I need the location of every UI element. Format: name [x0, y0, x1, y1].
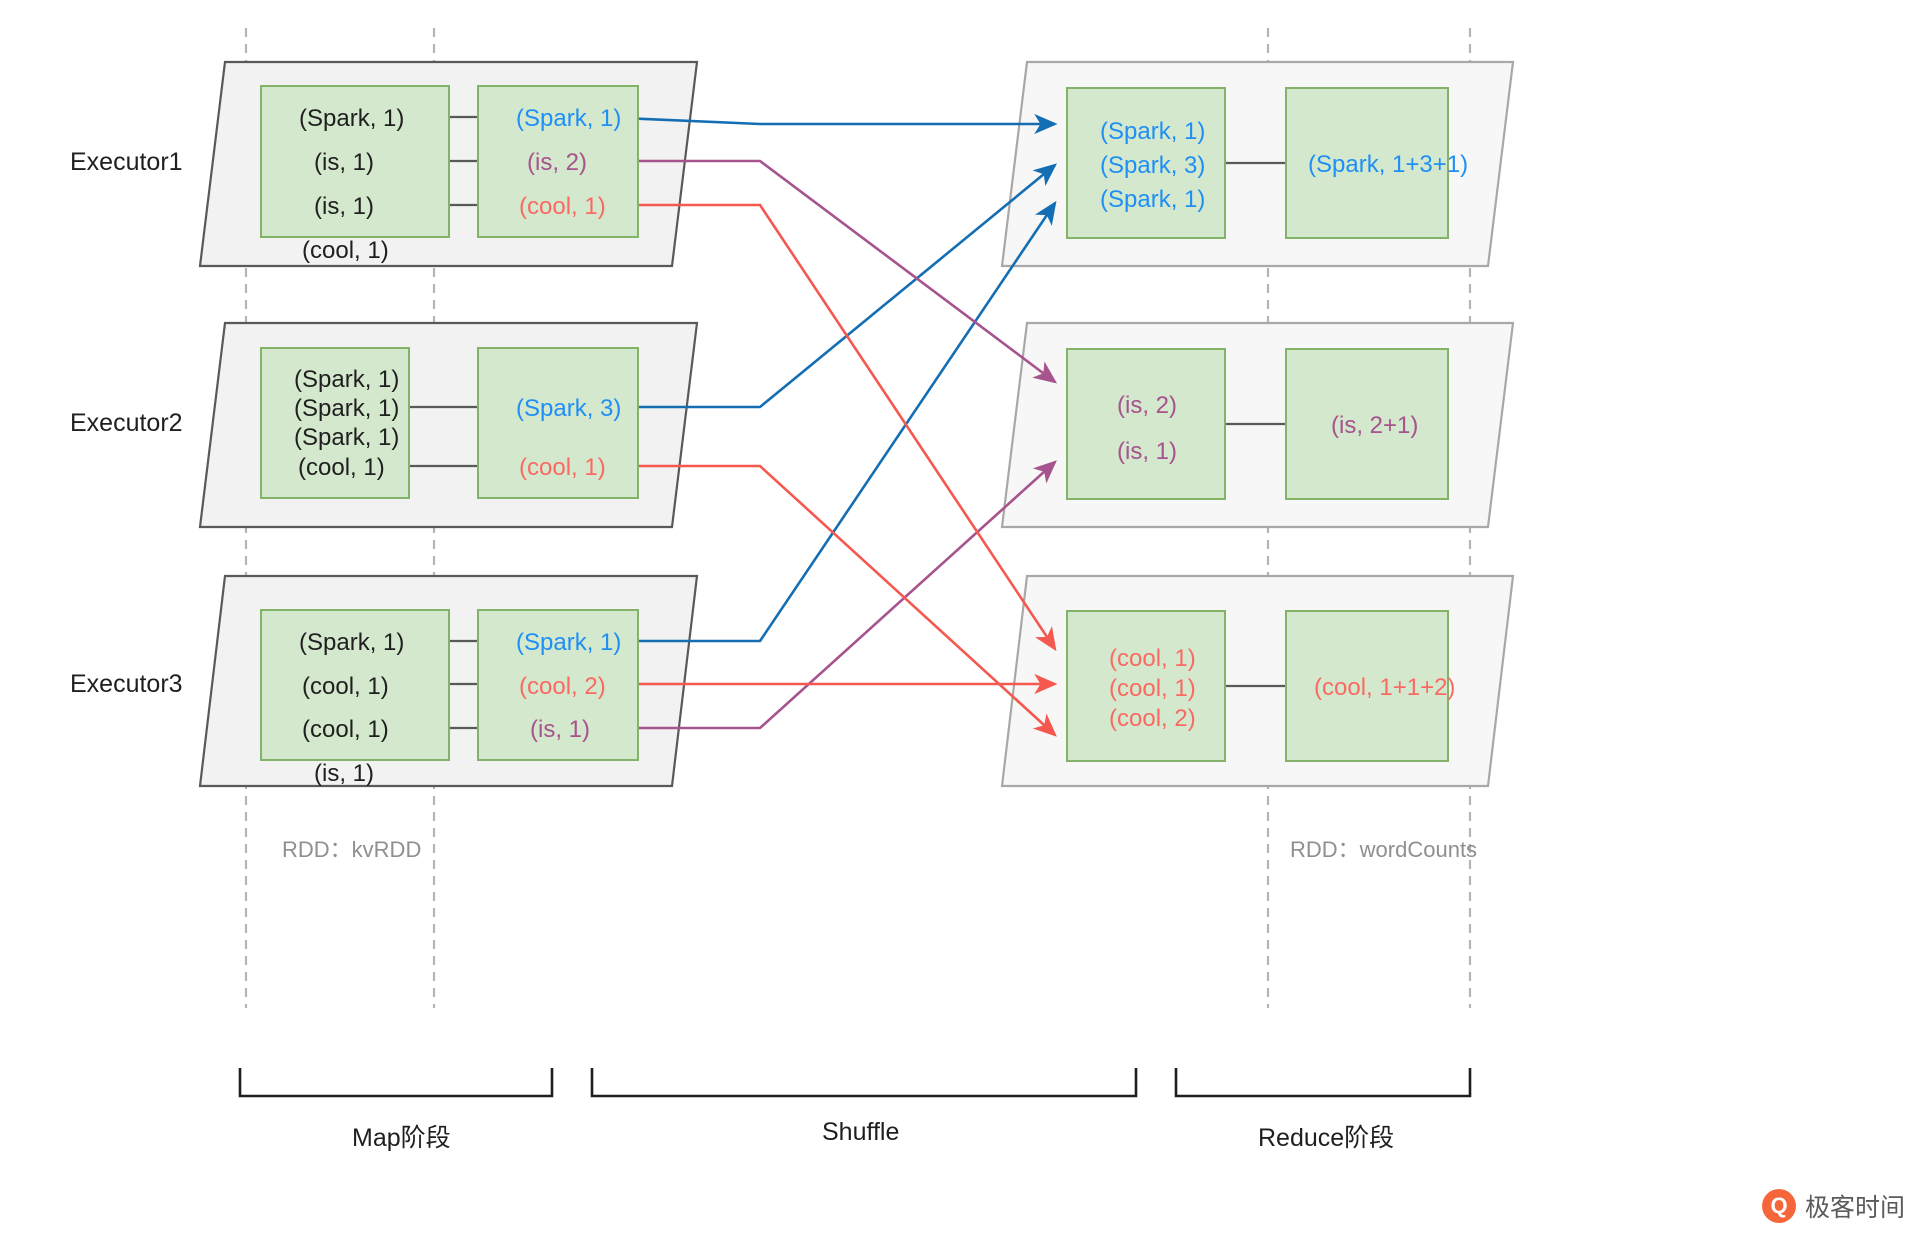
executor3-map-input-box: [260, 609, 450, 761]
shuffle-e2-cool: [600, 464, 1057, 737]
reducer1-result-box: [1285, 87, 1449, 239]
reducer2-result-box: [1285, 348, 1449, 500]
reducer-collected-item: (Spark, 3): [1100, 152, 1206, 179]
reducer-collected-item: (cool, 2): [1109, 705, 1196, 732]
reducer-collected-item: (Spark, 1): [1100, 186, 1206, 213]
reducer-collected-item: (is, 1): [1117, 438, 1177, 465]
reducer-result: (Spark, 1+3+1): [1308, 151, 1469, 178]
reducer2-collected-box: [1066, 348, 1226, 500]
rdd-label-right: RDD：wordCounts: [1290, 837, 1478, 862]
map-output-item: (cool, 1): [519, 193, 606, 220]
map-input-item: (cool, 1): [302, 716, 389, 743]
map-input-item: (is, 1): [314, 760, 374, 787]
shuffle-e2-spark: [600, 163, 1058, 409]
reducer-collected-item: (Spark, 1): [1100, 118, 1206, 145]
map-input-item: (Spark, 1): [299, 629, 405, 656]
reducer3-result-box: [1285, 610, 1449, 762]
shuffle-e1-cool: [600, 203, 1057, 652]
executor3-map-output-box: [477, 609, 639, 761]
map-output-item: (is, 2): [527, 149, 587, 176]
geekbang-logo-icon: Q: [1762, 1189, 1796, 1223]
bracket-map: [238, 1068, 554, 1098]
shuffle-e3-spark: [600, 200, 1057, 643]
map-output-item: (Spark, 3): [516, 395, 622, 422]
reducer-collected-item: (cool, 1): [1109, 645, 1196, 672]
shuffle-red-lines: [600, 203, 1058, 737]
map-output-item: (cool, 2): [519, 673, 606, 700]
map-input-item: (Spark, 1): [294, 424, 400, 451]
reducer-collected-item: (is, 2): [1117, 392, 1177, 419]
executor1-map-output-box: [477, 85, 639, 238]
executor2-map-output-box: [477, 347, 639, 499]
rdd-label-left: RDD：kvRDD: [282, 837, 422, 862]
map-input-item: (is, 1): [314, 149, 374, 176]
map-output-item: (is, 1): [530, 716, 590, 743]
map-input-item: (is, 1): [314, 193, 374, 220]
shuffle-e1-spark: [599, 113, 1058, 135]
stage-label-shuffle: Shuffle: [822, 1118, 900, 1146]
map-input-item: (Spark, 1): [294, 395, 400, 422]
map-input-item: (Spark, 1): [294, 366, 400, 393]
shuffle-e1-is: [600, 159, 1058, 384]
reducer-result: (is, 2+1): [1331, 412, 1419, 439]
bracket-reduce: [1174, 1068, 1472, 1098]
stage-label-reduce: Reduce阶段: [1258, 1124, 1395, 1152]
map-input-item: (Spark, 1): [299, 105, 405, 132]
shuffle-e3-is: [600, 460, 1057, 730]
executor3-label: Executor3: [70, 670, 183, 698]
map-output-item: (Spark, 1): [516, 105, 622, 132]
watermark-text: 极客时间: [1805, 1194, 1906, 1222]
shuffle-purple-lines: [600, 159, 1058, 730]
reducer1-collected-box: [1066, 87, 1226, 239]
reducer-collected-item: (cool, 1): [1109, 675, 1196, 702]
bracket-shuffle: [590, 1068, 1138, 1098]
executor1-map-input-box: [260, 85, 450, 238]
executor2-label: Executor2: [70, 409, 183, 437]
shuffle-blue-lines: [599, 113, 1058, 643]
executor1-label: Executor1: [70, 148, 183, 176]
geekbang-logo-glyph: Q: [1770, 1193, 1788, 1218]
reducer3-collected-box: [1066, 610, 1226, 762]
map-input-item: (cool, 1): [298, 454, 385, 481]
map-output-item: (cool, 1): [519, 454, 606, 481]
stage-label-map: Map阶段: [352, 1124, 451, 1152]
reducer-result: (cool, 1+1+2): [1314, 674, 1456, 701]
stage-brackets: [238, 1068, 1472, 1098]
map-output-item: (Spark, 1): [516, 629, 622, 656]
map-input-item: (cool, 1): [302, 673, 389, 700]
executor2-map-input-box: [260, 347, 410, 499]
map-input-item: (cool, 1): [302, 237, 389, 264]
watermark: Q 极客时间: [1762, 1188, 1905, 1224]
